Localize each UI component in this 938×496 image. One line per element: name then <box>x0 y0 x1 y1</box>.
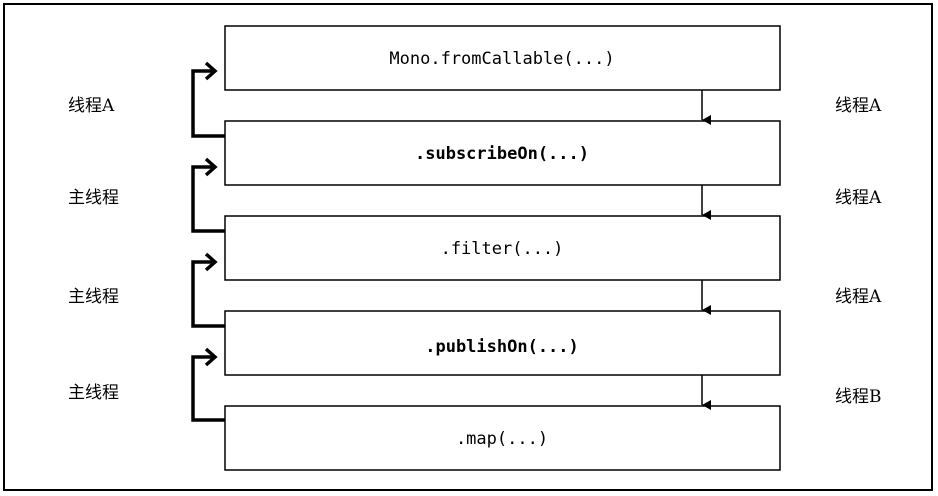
operator-label-5: .map(...) <box>456 429 548 449</box>
right-thread-labels: 线程A 线程A 线程A 线程B <box>835 96 882 407</box>
left-label-3: 主线程 <box>68 287 119 307</box>
operator-box-5: .map(...) <box>224 405 781 471</box>
right-label-3: 线程A <box>835 287 882 307</box>
up-arrow-1 <box>191 61 225 138</box>
operator-label-2: .subscribeOn(...) <box>415 144 589 164</box>
up-arrow-2 <box>191 157 225 233</box>
left-label-4: 主线程 <box>68 383 119 403</box>
up-arrow-4 <box>191 347 225 422</box>
up-arrow-3 <box>191 252 225 328</box>
operator-label-3: .filter(...) <box>441 239 564 259</box>
right-label-1: 线程A <box>835 96 882 116</box>
operator-box-4: .publishOn(...) <box>224 310 781 376</box>
upstream-arrows <box>191 61 225 422</box>
operator-box-3: .filter(...) <box>224 215 781 281</box>
operator-box-1: Mono.fromCallable(...) <box>224 25 781 91</box>
left-label-1: 线程A <box>68 96 115 116</box>
right-label-2: 线程A <box>835 188 882 208</box>
operator-label-4: .publishOn(...) <box>425 337 579 357</box>
right-label-4: 线程B <box>835 387 882 407</box>
left-label-2: 主线程 <box>68 188 119 208</box>
diagram-frame <box>3 3 933 491</box>
left-thread-labels: 线程A 主线程 主线程 主线程 <box>68 96 119 403</box>
operator-box-2: .subscribeOn(...) <box>224 120 781 186</box>
operator-label-1: Mono.fromCallable(...) <box>389 49 614 69</box>
